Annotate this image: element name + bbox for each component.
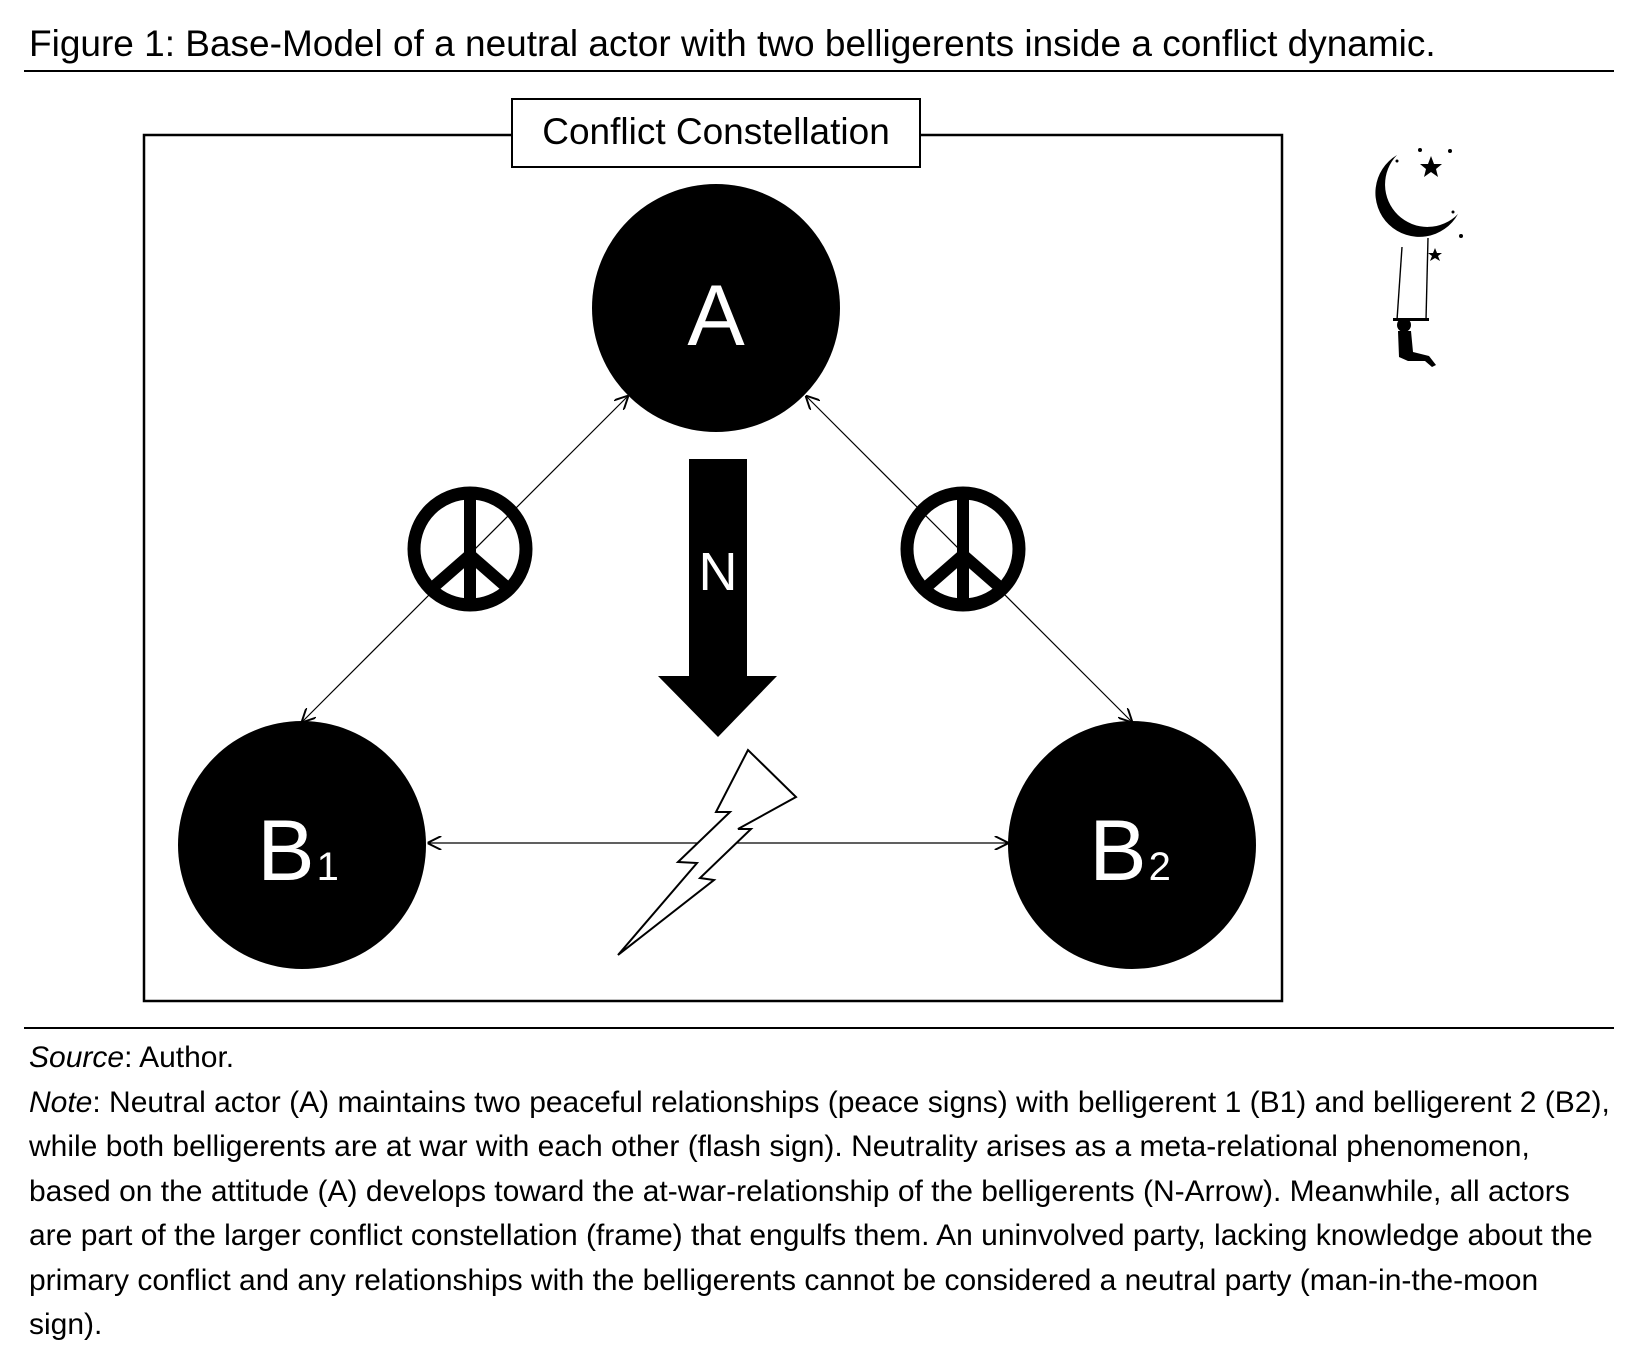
source-label: Source bbox=[29, 1041, 125, 1074]
top-rule bbox=[24, 70, 1614, 72]
bottom-rule bbox=[24, 1027, 1614, 1029]
man-in-the-moon-icon bbox=[1368, 148, 1463, 367]
node-b2-letter: B bbox=[1089, 803, 1146, 899]
star-icon bbox=[1428, 248, 1442, 261]
node-b1-label: B1 bbox=[257, 803, 339, 899]
note-text: : Neutral actor (A) maintains two peacef… bbox=[29, 1085, 1610, 1342]
figure-caption: Source: Author. Note: Neutral actor (A) … bbox=[29, 1036, 1619, 1348]
source-text: : Author. bbox=[124, 1041, 235, 1074]
source-line: Source: Author. bbox=[29, 1036, 1619, 1081]
node-a bbox=[592, 184, 840, 432]
star-icon bbox=[1368, 162, 1380, 172]
frame-label: Conflict Constellation bbox=[542, 111, 890, 152]
note-paragraph: Note: Neutral actor (A) maintains two pe… bbox=[29, 1081, 1619, 1348]
node-a-label: A bbox=[687, 268, 745, 364]
n-arrow bbox=[658, 459, 777, 737]
node-b1-subscript: 1 bbox=[317, 845, 339, 889]
node-b1-letter: B bbox=[257, 803, 314, 899]
peace-sign-right-icon bbox=[907, 493, 1019, 605]
n-arrow-label: N bbox=[699, 542, 738, 602]
figure-title: Figure 1: Base-Model of a neutral actor … bbox=[29, 23, 1436, 64]
node-b2 bbox=[1008, 721, 1256, 969]
conflict-diagram: Conflict Constellation A B1 B2 N bbox=[142, 98, 1463, 1003]
node-b1 bbox=[178, 721, 426, 969]
star-icon bbox=[1420, 156, 1442, 177]
peace-sign-left-icon bbox=[414, 493, 526, 605]
frame-label-box bbox=[511, 98, 921, 168]
note-label: Note bbox=[29, 1085, 93, 1119]
node-b2-subscript: 2 bbox=[1149, 845, 1171, 889]
node-b2-label: B2 bbox=[1089, 803, 1171, 899]
flash-icon bbox=[617, 748, 798, 956]
star-icon bbox=[1379, 152, 1387, 160]
